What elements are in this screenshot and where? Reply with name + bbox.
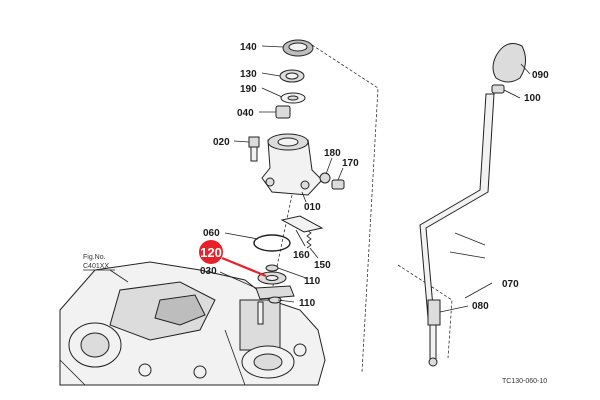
part-190-washer	[280, 92, 306, 104]
part-100-nut	[491, 84, 505, 94]
part-090-knob	[492, 43, 526, 83]
part-170-bolt	[331, 179, 345, 190]
part-130-ring	[279, 69, 305, 83]
assembly-guide-line	[311, 44, 379, 373]
label-040[interactable]: 040	[237, 108, 254, 119]
transmission-case	[59, 261, 326, 386]
part-160-plate	[280, 215, 324, 233]
part-010-housing	[261, 133, 323, 196]
part-150-spring	[306, 229, 312, 249]
label-090[interactable]: 090	[532, 70, 549, 81]
label-030[interactable]: 030	[200, 266, 217, 277]
label-140[interactable]: 140	[240, 42, 257, 53]
shift-lever	[419, 93, 495, 367]
shaft-guide-line	[269, 194, 293, 301]
part-110-pin	[257, 296, 282, 325]
part-060-oring	[253, 234, 291, 252]
part-140-seal	[282, 39, 314, 57]
label-080[interactable]: 080	[472, 301, 489, 312]
label-110-upper[interactable]: 110	[304, 276, 321, 287]
label-060[interactable]: 060	[203, 228, 220, 239]
label-110-lower[interactable]: 110	[299, 298, 316, 309]
label-180[interactable]: 180	[324, 148, 341, 159]
part-030-plate	[255, 285, 295, 300]
label-010[interactable]: 010	[304, 202, 321, 213]
label-160[interactable]: 160	[293, 250, 310, 261]
drawing-code: TC130-060-10	[502, 378, 547, 385]
part-020-bolt	[248, 136, 260, 162]
highlight-part-number[interactable]: 120	[200, 245, 222, 260]
fig-reference-code[interactable]: C401XX	[83, 263, 109, 270]
highlight-pointer	[221, 256, 267, 278]
part-180-plug	[319, 172, 331, 184]
fig-reference-label: Fig.No.	[83, 254, 106, 261]
label-170[interactable]: 170	[342, 158, 359, 169]
label-100[interactable]: 100	[524, 93, 541, 104]
label-070[interactable]: 070	[502, 279, 519, 290]
label-150[interactable]: 150	[314, 260, 331, 271]
label-190[interactable]: 190	[240, 84, 257, 95]
lever-guide-line	[397, 264, 453, 359]
part-040-nut	[275, 105, 291, 119]
highlight-badge[interactable]	[199, 240, 223, 264]
label-020[interactable]: 020	[213, 137, 230, 148]
label-130[interactable]: 130	[240, 69, 257, 80]
